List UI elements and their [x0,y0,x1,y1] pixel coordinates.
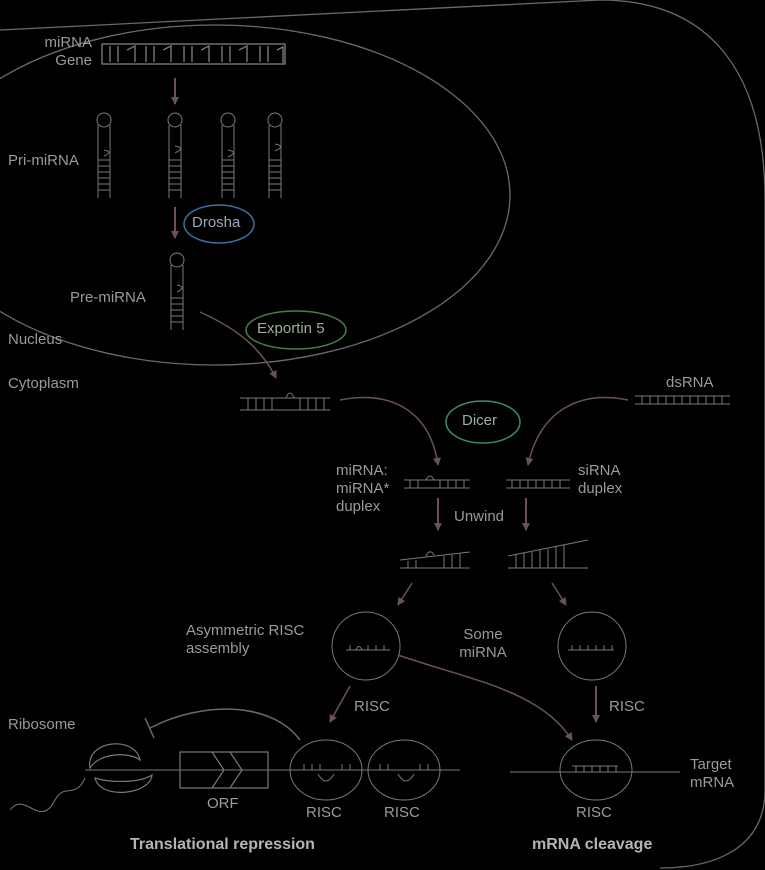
drosha-label: Drosha [192,214,241,231]
arrow-to-sirna-risc [551,582,567,606]
arrow-dsrna-to-dicer [525,396,629,466]
arrow-to-asym-risc [397,582,413,606]
dicer-label: Dicer [462,412,498,429]
risc-b-label: RISC [384,804,420,821]
mirna-duplex [404,475,470,489]
pri-mirna-label: Pri-miRNA [8,152,79,169]
risc-c-label: RISC [576,804,612,821]
sirna-duplex [506,479,570,489]
orf-label: ORF [207,795,239,812]
inhibition-line [149,708,301,741]
nucleus-label: Nucleus [8,331,63,348]
risc-complex-a [289,739,363,801]
pre-mirna-hairpin [169,252,185,330]
mirna-gene [101,43,286,65]
risc-complex-c [559,739,633,801]
translational-repression-label: Translational repression [130,836,315,853]
unwind-label: Unwind [454,508,505,525]
arrow-some-mirna [397,654,573,741]
cytoplasm-label: Cytoplasm [8,375,79,392]
risc-complex-sirna [557,611,627,681]
drosha-ring [183,204,255,244]
dsrna-label: dsRNA [666,374,714,391]
mirna-duplex-label: miRNA:miRNA*duplex [336,462,390,515]
mrna-cleavage-label: mRNA cleavage [532,836,653,853]
pre-mirna-label: Pre-miRNA [70,289,146,306]
arrow-pre-to-cytoplasm [199,311,277,379]
pri-mirna-hairpins [96,112,283,198]
exported-pre-mirna [240,392,330,411]
mrna-tail [9,777,86,813]
dicer-ring [445,400,521,444]
risc-complex-mirna [331,611,401,681]
arrow-risc-left [329,685,351,723]
risc-right-label: RISC [609,698,645,715]
unwound-strands [399,539,589,569]
exportin-label: Exportin 5 [257,320,325,337]
risc-left-label: RISC [354,698,390,715]
nucleus-membrane [0,24,511,366]
dsrna-strand [635,395,730,405]
orf-box [179,751,269,789]
risc-complex-b [367,739,441,801]
exportin-ring [245,310,347,350]
arrow-pre-to-dicer [339,396,441,466]
risc-a-label: RISC [306,804,342,821]
ribosome-label: Ribosome [8,716,76,733]
ribosome-shape [89,743,153,793]
